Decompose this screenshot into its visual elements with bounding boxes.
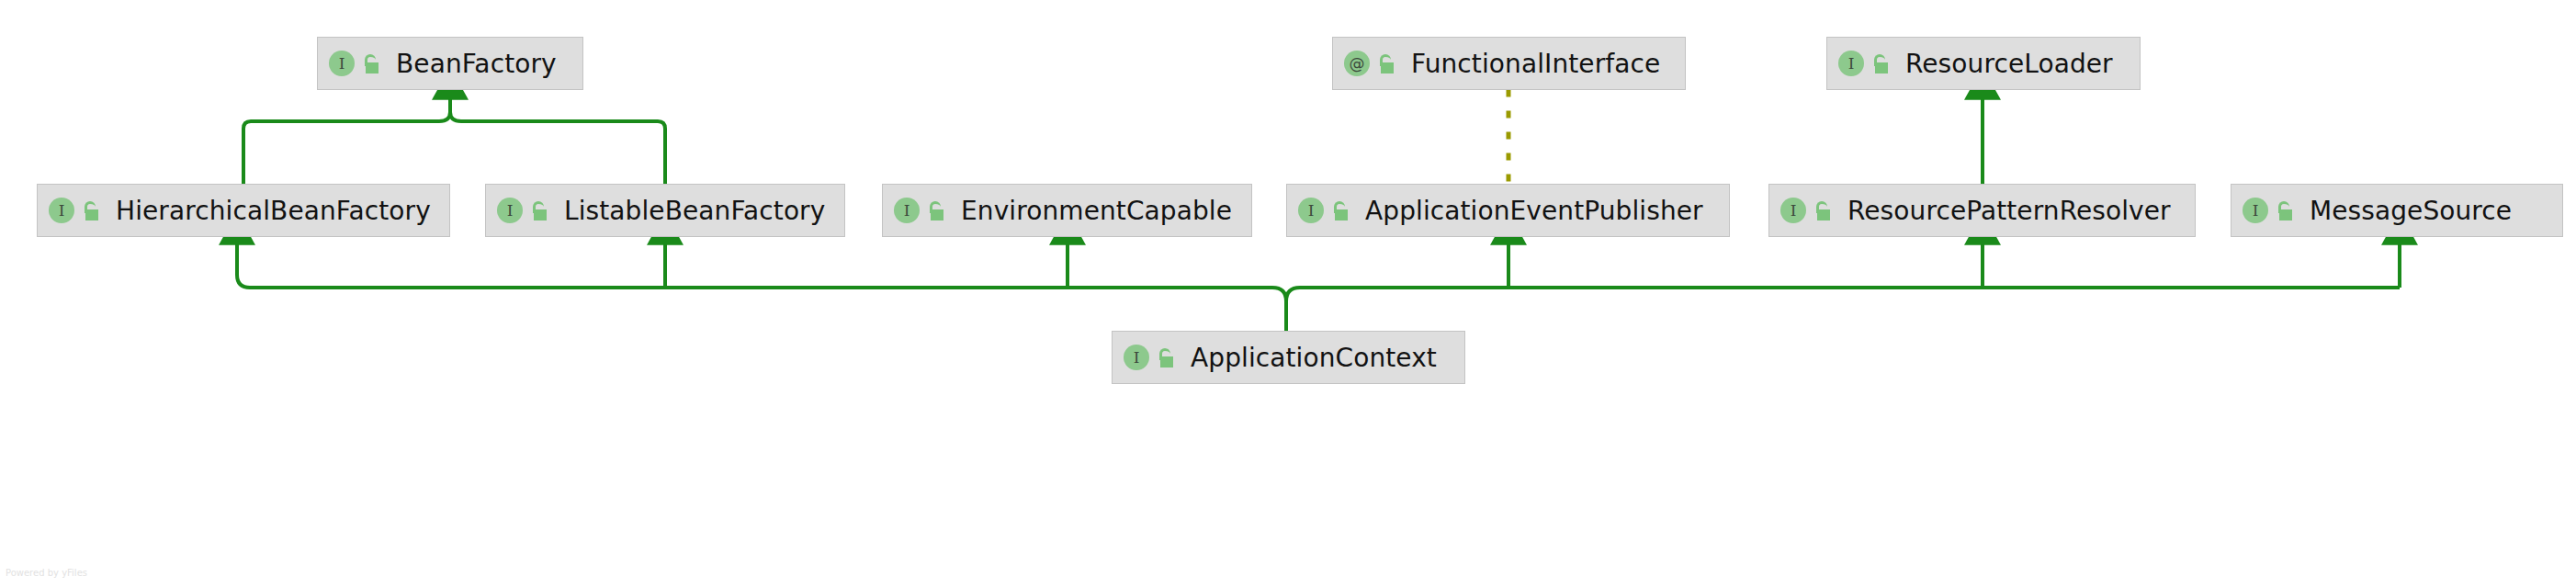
- class-node-label: ResourcePatternResolver: [1847, 196, 2171, 226]
- class-node-label: BeanFactory: [396, 49, 557, 79]
- class-node-applicationeventpublisher[interactable]: I ApplicationEventPublisher: [1286, 184, 1730, 237]
- interface-icon: I: [1838, 51, 1864, 76]
- padlock-body: [366, 62, 378, 74]
- unlocked-padlock-icon: [529, 199, 549, 221]
- padlock-body: [85, 209, 98, 220]
- padlock-body: [2279, 209, 2292, 220]
- unlocked-padlock-icon: [2275, 199, 2295, 221]
- interface-icon: I: [329, 51, 355, 76]
- yfiles-watermark: Powered by yFiles: [6, 568, 87, 578]
- edge-listablebeanfactory-to-beanfactory: [461, 121, 665, 184]
- class-node-applicationcontext[interactable]: I ApplicationContext: [1112, 331, 1465, 384]
- interface-icon: I: [1124, 345, 1149, 370]
- class-node-resourcepatternresolver[interactable]: I ResourcePatternResolver: [1768, 184, 2196, 237]
- padlock-body: [534, 209, 547, 220]
- unlocked-padlock-icon: [1813, 199, 1833, 221]
- padlock-body: [1381, 62, 1394, 74]
- class-node-label: ResourceLoader: [1905, 49, 2113, 79]
- class-node-label: ApplicationEventPublisher: [1365, 196, 1703, 226]
- interface-icon: I: [49, 198, 74, 223]
- annotation-icon: @: [1344, 51, 1370, 76]
- unlocked-padlock-icon: [1330, 199, 1350, 221]
- interface-icon: I: [1298, 198, 1324, 223]
- class-node-environmentcapable[interactable]: I EnvironmentCapable: [882, 184, 1252, 237]
- padlock-body: [1875, 62, 1888, 74]
- padlock-body: [1160, 356, 1173, 368]
- padlock-body: [931, 209, 943, 220]
- class-node-resourceloader[interactable]: I ResourceLoader: [1826, 37, 2141, 90]
- class-node-label: EnvironmentCapable: [961, 196, 1232, 226]
- unlocked-padlock-icon: [81, 199, 101, 221]
- unlocked-padlock-icon: [1376, 52, 1396, 74]
- class-node-label: ApplicationContext: [1191, 343, 1437, 373]
- class-node-label: MessageSource: [2310, 196, 2512, 226]
- class-node-functionalinterface[interactable]: @ FunctionalInterface: [1332, 37, 1686, 90]
- class-node-beanfactory[interactable]: I BeanFactory: [317, 37, 583, 90]
- interface-icon: I: [2243, 198, 2268, 223]
- class-node-label: HierarchicalBeanFactory: [116, 196, 431, 226]
- padlock-body: [1817, 209, 1830, 220]
- edge-beanfactory-riser: [439, 92, 461, 121]
- interface-icon: I: [894, 198, 920, 223]
- class-node-label: FunctionalInterface: [1411, 49, 1660, 79]
- class-node-messagesource[interactable]: I MessageSource: [2231, 184, 2563, 237]
- interface-icon: I: [1780, 198, 1806, 223]
- class-node-hierarchicalbeanfactory[interactable]: I HierarchicalBeanFactory: [37, 184, 450, 237]
- edge-bus-applicationcontext: [237, 237, 2400, 331]
- unlocked-padlock-icon: [1870, 52, 1891, 74]
- unlocked-padlock-icon: [361, 52, 381, 74]
- class-node-label: ListableBeanFactory: [564, 196, 825, 226]
- unlocked-padlock-icon: [1156, 346, 1176, 368]
- padlock-body: [1335, 209, 1348, 220]
- class-node-listablebeanfactory[interactable]: I ListableBeanFactory: [485, 184, 845, 237]
- unlocked-padlock-icon: [926, 199, 946, 221]
- edge-hierarchicalbeanfactory-to-beanfactory: [243, 121, 439, 184]
- interface-icon: I: [497, 198, 523, 223]
